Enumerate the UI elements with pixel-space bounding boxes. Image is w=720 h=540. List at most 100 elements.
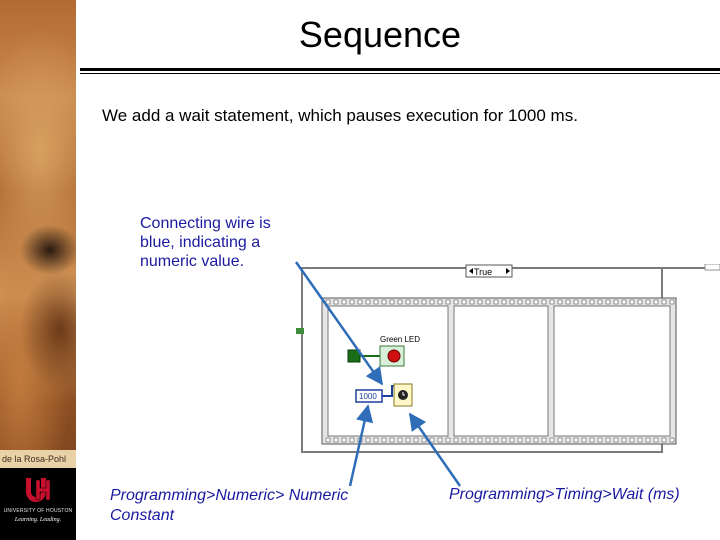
film-perforation	[477, 437, 483, 443]
film-perforation	[621, 299, 627, 305]
film-perforation	[661, 437, 667, 443]
film-perforation	[605, 437, 611, 443]
film-perforation	[653, 299, 659, 305]
film-perforation	[549, 299, 555, 305]
film-perforation	[437, 437, 443, 443]
decorative-photo-strip: de la Rosa-Pohl UNIVERSITY OF HOUSTON Le…	[0, 0, 76, 540]
film-perforation	[461, 437, 467, 443]
film-perforation	[333, 437, 339, 443]
frame-marker	[704, 264, 720, 271]
arrow-to-wait-node	[408, 412, 462, 487]
film-perforation	[573, 437, 579, 443]
film-perforation	[501, 437, 507, 443]
film-perforation	[413, 437, 419, 443]
wait-ms-path-label: Programming>Timing>Wait (ms)	[449, 486, 680, 503]
film-perforation	[517, 437, 523, 443]
film-perforation	[445, 437, 451, 443]
film-perforation	[589, 299, 595, 305]
film-perforation	[597, 437, 603, 443]
numeric-constant-value: 1000	[359, 392, 377, 401]
film-perforation	[669, 299, 675, 305]
case-prev-icon[interactable]	[469, 268, 473, 274]
film-perforation	[389, 437, 395, 443]
film-perforation	[381, 437, 387, 443]
film-perforation	[669, 437, 675, 443]
film-perforation	[541, 299, 547, 305]
film-perforation	[573, 299, 579, 305]
film-perforation	[381, 299, 387, 305]
film-perforation	[493, 299, 499, 305]
film-perforation	[429, 299, 435, 305]
film-perforation	[509, 299, 515, 305]
arrow-to-numeric-constant	[348, 404, 374, 487]
film-perforation	[397, 299, 403, 305]
film-perforation	[533, 437, 539, 443]
film-perforation	[389, 299, 395, 305]
film-perforation	[645, 437, 651, 443]
film-perforation	[333, 299, 339, 305]
film-perforation	[597, 299, 603, 305]
arrow-callout-to-wire	[294, 261, 384, 386]
film-perforation	[349, 437, 355, 443]
film-perforation	[349, 299, 355, 305]
logo-tagline: Learning. Leading.	[14, 517, 62, 523]
slide-title: Sequence	[298, 14, 462, 55]
labview-block-diagram: True Green LED 1000	[296, 264, 720, 453]
photo-credit: de la Rosa-Pohl	[0, 450, 76, 468]
film-perforation	[485, 299, 491, 305]
film-perforation	[373, 299, 379, 305]
case-next-icon[interactable]	[506, 268, 510, 274]
title-divider-thin	[80, 73, 720, 74]
film-perforation	[373, 437, 379, 443]
film-perforation	[405, 299, 411, 305]
film-perforation	[653, 437, 659, 443]
film-perforation	[365, 299, 371, 305]
film-perforation	[325, 299, 331, 305]
film-perforation	[453, 299, 459, 305]
sequence-frame-1	[327, 305, 449, 437]
title-divider	[80, 68, 720, 71]
film-perforation	[397, 437, 403, 443]
film-perforation	[501, 299, 507, 305]
film-perforation	[517, 299, 523, 305]
film-perforation	[325, 437, 331, 443]
terminal-tunnel	[296, 328, 304, 334]
film-perforation	[493, 437, 499, 443]
film-perforation	[525, 299, 531, 305]
wire-callout-text: Connecting wire is blue, indicating a nu…	[140, 215, 271, 270]
film-perforation	[557, 299, 563, 305]
film-perforation	[629, 299, 635, 305]
film-perforation	[541, 437, 547, 443]
film-perforation	[477, 299, 483, 305]
film-perforation	[533, 299, 539, 305]
case-selector[interactable]	[465, 264, 513, 278]
film-perforation	[549, 437, 555, 443]
case-selector-label: True	[474, 267, 492, 277]
film-perforation	[613, 437, 619, 443]
film-perforation	[525, 437, 531, 443]
film-perforation	[613, 299, 619, 305]
sequence-frame-3	[553, 305, 671, 437]
film-perforation	[445, 299, 451, 305]
film-perforation	[565, 437, 571, 443]
film-perforation	[421, 437, 427, 443]
film-perforation	[605, 299, 611, 305]
logo-university-name: UNIVERSITY OF HOUSTON	[3, 508, 73, 514]
film-perforation	[629, 437, 635, 443]
film-perforation	[413, 299, 419, 305]
film-perforation	[509, 437, 515, 443]
film-perforation	[661, 299, 667, 305]
film-perforation	[365, 437, 371, 443]
film-perforation	[461, 299, 467, 305]
led-lamp-icon	[387, 349, 401, 363]
film-perforation	[637, 299, 643, 305]
film-perforation	[341, 437, 347, 443]
film-perforation	[437, 299, 443, 305]
film-perforation	[469, 299, 475, 305]
film-perforation	[581, 299, 587, 305]
film-perforation	[421, 299, 427, 305]
film-perforation	[405, 437, 411, 443]
film-perforation	[581, 437, 587, 443]
film-perforation	[621, 437, 627, 443]
